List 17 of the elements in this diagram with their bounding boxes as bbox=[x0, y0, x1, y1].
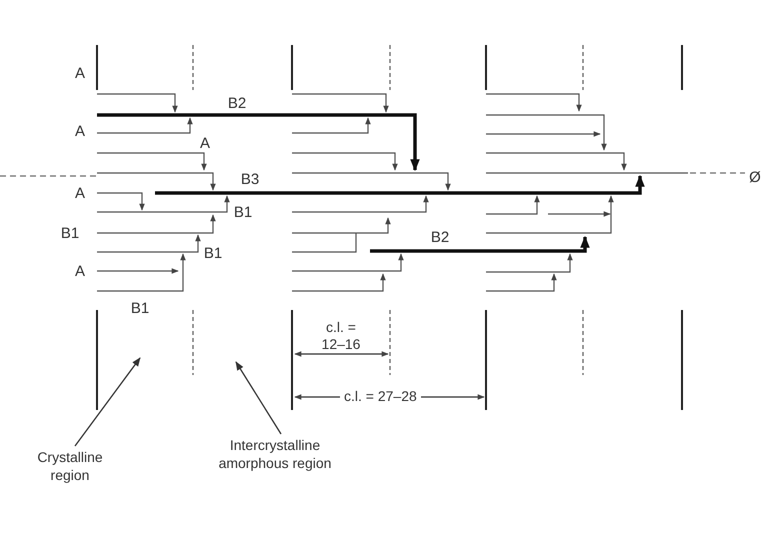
chain-label: B2 bbox=[228, 95, 246, 112]
leader-line bbox=[74, 357, 141, 446]
chain-label: B1 bbox=[60, 225, 80, 242]
leader-line bbox=[235, 361, 282, 434]
chain-label: B3 bbox=[240, 171, 260, 188]
chain-label: B1 bbox=[204, 245, 222, 262]
chain-label: A bbox=[75, 263, 85, 280]
chain-label: B2 bbox=[430, 229, 450, 246]
chain-label: A bbox=[75, 185, 85, 202]
chain-label: A bbox=[75, 65, 85, 82]
chain-label: B1 bbox=[234, 204, 252, 221]
region-label: Crystalline region bbox=[20, 448, 120, 484]
region-label: Intercrystalline amorphous region bbox=[215, 436, 335, 472]
chain-label: B1 bbox=[130, 300, 150, 317]
chain-label: Ø bbox=[749, 169, 761, 186]
chain-label: A bbox=[200, 135, 210, 152]
chain-label: A bbox=[75, 123, 85, 140]
